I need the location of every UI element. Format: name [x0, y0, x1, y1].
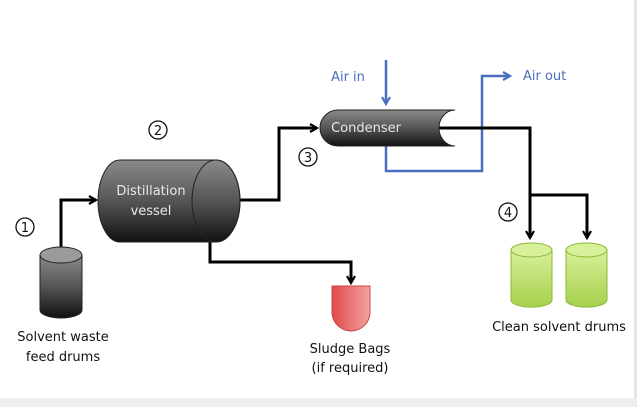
svg-text:3: 3 — [304, 151, 312, 166]
feed-label-line2: feed drums — [26, 350, 100, 365]
flow-condenser-to-drum-2 — [530, 193, 587, 238]
bottom-border — [0, 398, 637, 407]
step-marker-2: 2 — [148, 120, 168, 140]
svg-text:2: 2 — [154, 124, 162, 139]
distillation-vessel — [97, 159, 241, 243]
flow-feed-to-vessel — [59, 200, 96, 247]
clean-drum-2 — [565, 242, 608, 308]
flow-vessel-to-sludge — [208, 242, 351, 283]
air-loop — [384, 76, 510, 173]
step-marker-1: 1 — [15, 217, 35, 237]
sludge-label-line1: Sludge Bags — [310, 342, 391, 357]
feed-label-line1: Solvent waste — [17, 330, 108, 345]
flow-condenser-to-drum-1 — [430, 126, 530, 238]
right-border — [634, 0, 637, 407]
air-in-label: Air in — [331, 70, 365, 85]
flow-vessel-to-condenser — [240, 128, 317, 202]
clean-drums-label: Clean solvent drums — [492, 320, 626, 335]
step-marker-4: 4 — [498, 202, 518, 222]
feed-drum — [39, 246, 83, 319]
air-out-label: Air out — [523, 69, 566, 84]
clean-drum-1 — [510, 242, 553, 308]
svg-text:1: 1 — [21, 221, 29, 236]
sludge-bag — [331, 285, 371, 332]
svg-text:4: 4 — [504, 206, 512, 221]
sludge-label-line2: (if required) — [312, 361, 389, 376]
condenser — [319, 109, 456, 147]
condenser-label: Condenser — [331, 121, 402, 136]
vessel-label-line2: vessel — [131, 204, 172, 219]
vessel-label-line1: Distillation — [116, 184, 185, 199]
step-marker-3: 3 — [298, 147, 318, 167]
